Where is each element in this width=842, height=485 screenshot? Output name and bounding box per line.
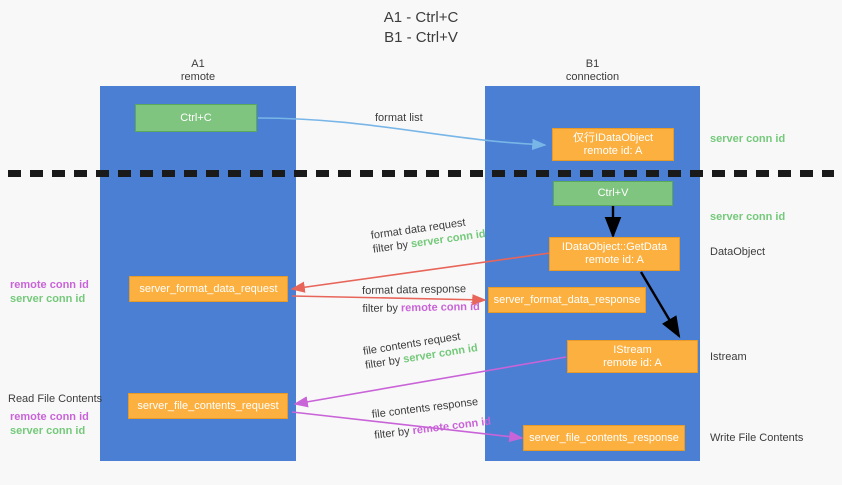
left-server-conn-id-1: server conn id [10,293,86,305]
node-istream-label: IStream [613,343,652,356]
edge-label-format-data-response: format data response filter by remote co… [362,282,480,316]
side-label-read-file-contents: Read File Contents [8,392,102,406]
node-server-file-contents-response[interactable]: server_file_contents_response [523,425,685,451]
edge-label-format-list: format list [375,111,423,125]
remote-conn-id-text: remote conn id [400,300,480,315]
left-remote-conn-id-2: remote conn id [10,411,89,423]
lane-a1-sub: remote [180,71,216,83]
side-label-dataobject: DataObject [710,245,765,259]
lane-b1-name: B1 [585,58,600,70]
side-label-read-file-contents-text: Read File Contents [8,393,103,405]
filter-by-text: filter by [372,238,409,256]
side-label-write-file-contents: Write File Contents [710,431,803,445]
edge-label-file-contents-response: file contents response filter by remote … [371,394,492,443]
filter-by-text: filter by [373,425,411,442]
side-label-server-conn-id-top: server conn id [710,132,785,146]
lane-header-a1: A1 remote [100,58,296,84]
node-server-format-data-request-label: server_format_data_request [139,282,278,295]
edge-format-data-response-filter: filter by remote conn id [362,300,480,316]
filter-by-text: filter by [364,354,402,372]
node-server-format-data-response-label: server_format_data_response [493,293,641,306]
filter-by-text: filter by [362,302,399,315]
side-label-dataobject-text: DataObject [710,246,766,258]
side-label-conn-ids-format: remote conn id server conn id [10,278,89,306]
node-getdata-remote-id: remote id: A [585,254,644,266]
remote-conn-id-text: remote conn id [411,415,492,438]
node-idataobject-label: 仅行IDataObject [572,131,654,144]
side-label-server-conn-id-top-text: server conn id [710,133,786,145]
node-server-file-contents-response-label: server_file_contents_response [529,431,679,444]
node-ctrl-v-label: Ctrl+V [597,187,629,199]
diagram-title: A1 - Ctrl+C B1 - Ctrl+V [0,8,842,48]
lane-b1-sub: connection [565,71,620,83]
side-label-write-file-contents-text: Write File Contents [710,432,804,444]
title-line-1: A1 - Ctrl+C [383,9,459,26]
left-server-conn-id-2: server conn id [10,425,86,437]
edge-format-data-response-text: format data response [362,283,467,297]
phase-divider [8,170,834,177]
node-server-format-data-request[interactable]: server_format_data_request [129,276,288,302]
left-remote-conn-id-1: remote conn id [10,279,89,291]
node-server-file-contents-request-label: server_file_contents_request [137,399,279,412]
side-label-server-conn-id-mid: server conn id [710,210,785,224]
node-istream[interactable]: IStream remote id: A [567,340,698,373]
node-ctrl-v[interactable]: Ctrl+V [553,181,673,206]
node-idataobject[interactable]: 仅行IDataObject remote id: A [552,128,674,161]
side-label-conn-ids-file: remote conn id server conn id [10,410,89,438]
node-getdata-label: IDataObject::GetData [561,241,668,253]
side-label-server-conn-id-mid-text: server conn id [710,211,786,223]
side-label-istream-text: Istream [710,351,747,363]
title-line-2: B1 - Ctrl+V [384,29,458,46]
node-idataobject-remote-id: remote id: A [583,144,643,157]
edge-label-format-list-text: format list [375,112,423,124]
edge-label-file-contents-request: file contents request filter by server c… [362,327,479,372]
lane-header-b1: B1 connection [485,58,700,84]
node-server-file-contents-request[interactable]: server_file_contents_request [128,393,288,419]
node-server-format-data-response[interactable]: server_format_data_response [488,287,646,313]
node-ctrl-c-label: Ctrl+C [180,111,212,124]
side-label-istream: Istream [710,350,747,364]
edge-label-format-data-request: format data request filter by server con… [370,213,487,257]
node-getdata[interactable]: IDataObject::GetData remote id: A [549,237,680,271]
node-istream-remote-id: remote id: A [603,356,662,369]
node-ctrl-c[interactable]: Ctrl+C [135,104,257,132]
lane-a1-name: A1 [191,58,205,70]
